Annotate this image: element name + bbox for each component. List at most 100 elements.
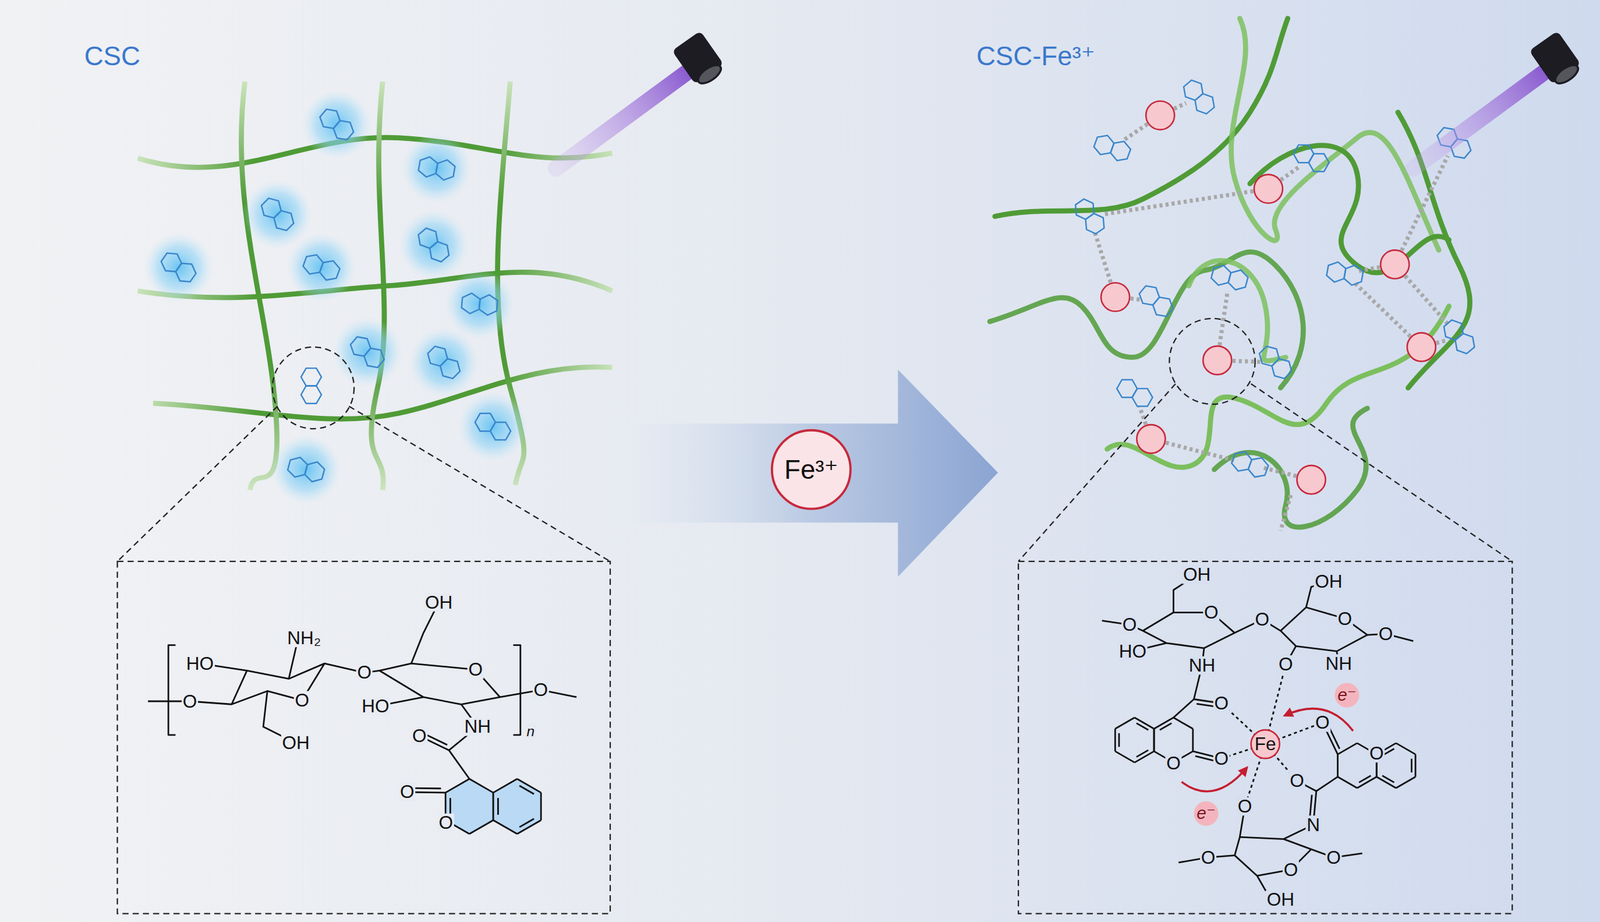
electron-arrow xyxy=(1181,767,1247,792)
panel-title: CSC xyxy=(83,43,142,70)
coordination-bond xyxy=(1173,103,1187,109)
glow xyxy=(143,232,214,303)
aromatic-ring xyxy=(440,358,460,379)
aromatic-ring xyxy=(319,109,341,129)
atom-label: NH xyxy=(1187,656,1217,675)
atom-label: O xyxy=(1325,847,1343,867)
bond xyxy=(469,819,494,834)
bracket xyxy=(513,645,521,735)
panel-title: CSC-Fe³⁺ xyxy=(975,43,1096,70)
atom-label: O xyxy=(1213,748,1230,768)
atom-label: OH xyxy=(1181,565,1212,584)
zoom-box xyxy=(117,561,611,914)
bond xyxy=(1136,723,1149,731)
glow xyxy=(444,269,515,339)
coordination-bond xyxy=(1436,340,1446,343)
electron-dot xyxy=(1334,682,1359,707)
coordination-bond xyxy=(1219,291,1228,346)
light-source xyxy=(671,30,728,90)
atom-label: O xyxy=(1282,859,1299,879)
zoom-box xyxy=(1018,561,1513,914)
bond xyxy=(1159,723,1172,731)
polymer-chain xyxy=(1214,408,1368,527)
aromatic-ring xyxy=(1110,141,1131,161)
atom-label: O xyxy=(1213,694,1230,713)
coordination-bond xyxy=(1130,298,1143,300)
bond xyxy=(1337,742,1358,755)
polymer-chain xyxy=(137,137,613,168)
aromatic-ring xyxy=(490,422,511,440)
coordination-bond xyxy=(1124,124,1148,140)
aromatic-ring xyxy=(304,461,325,482)
atom-label: O xyxy=(532,680,550,700)
aromatic-ring xyxy=(1271,358,1292,379)
aromatic-ring xyxy=(1085,213,1105,235)
aromatic-ring xyxy=(479,294,498,315)
aromatic-ring xyxy=(350,336,371,356)
bond xyxy=(411,787,441,789)
atom-label: HO xyxy=(185,653,215,673)
aromatic-ring xyxy=(461,292,481,314)
atom-label: NH xyxy=(1324,653,1354,673)
iron-ion xyxy=(1254,174,1283,204)
aromatic-ring xyxy=(1228,270,1249,290)
bond xyxy=(1396,776,1416,788)
iron-ion xyxy=(1202,345,1232,375)
bond xyxy=(519,785,534,794)
glow xyxy=(458,391,528,462)
aromatic-ring xyxy=(1343,264,1364,286)
atom-label: O xyxy=(1236,797,1253,816)
aromatic-ring xyxy=(1259,345,1280,366)
atom-label: O xyxy=(356,663,373,682)
aromatic-ring xyxy=(418,156,438,178)
atom-label: NH xyxy=(463,717,492,736)
aromatic-ring xyxy=(427,345,448,366)
bond xyxy=(1410,758,1413,773)
bond xyxy=(1191,728,1194,752)
coordination-bond xyxy=(1280,166,1300,180)
iron-ion xyxy=(1380,249,1410,279)
atom-label: O xyxy=(437,813,455,833)
ion-circle: Fe³⁺ xyxy=(770,428,852,511)
polymer-chain xyxy=(371,81,385,490)
bond xyxy=(445,778,470,793)
light-beam xyxy=(1413,69,1548,169)
atom-label: O xyxy=(1368,744,1385,763)
atom-label: O xyxy=(1121,615,1138,635)
aromatic-ring xyxy=(363,348,385,368)
aromatic-ring xyxy=(1195,93,1215,115)
aromatic-ring xyxy=(1326,262,1346,283)
atom-label: OH xyxy=(281,733,311,753)
iron-ion xyxy=(1136,424,1166,453)
coordination-bond xyxy=(1264,467,1297,476)
atom-label: O xyxy=(1202,603,1220,622)
electron-dot xyxy=(1193,801,1219,826)
atom-label: O xyxy=(1336,609,1354,628)
polymer-chain xyxy=(241,81,277,490)
coordination-bond xyxy=(1094,229,1111,283)
aromatic-ring xyxy=(429,241,449,263)
iron-ion xyxy=(1145,101,1175,130)
aromatic-ring xyxy=(1131,388,1153,406)
atom-label: O xyxy=(1254,610,1271,629)
bond xyxy=(1153,728,1156,752)
atom-label: Fe xyxy=(1253,734,1277,754)
aromatic-ring xyxy=(319,260,341,281)
atom-label: O xyxy=(1165,754,1182,773)
atom-label: O xyxy=(467,660,484,679)
bond xyxy=(1114,728,1117,752)
aromatic-ring xyxy=(175,263,197,282)
ion-label: Fe³⁺ xyxy=(784,455,838,483)
bond xyxy=(469,778,494,793)
aromatic-ring xyxy=(1139,285,1160,306)
glow xyxy=(271,434,341,505)
iron-ion xyxy=(1251,729,1280,759)
coordination-bond xyxy=(1404,275,1450,327)
zoom-lines xyxy=(117,318,1513,562)
atom-label: N xyxy=(1305,815,1321,834)
bond xyxy=(449,797,452,815)
glow xyxy=(409,327,479,398)
bond xyxy=(519,818,534,827)
coordination-bond xyxy=(1165,442,1237,461)
aromatic-ring xyxy=(333,120,355,140)
